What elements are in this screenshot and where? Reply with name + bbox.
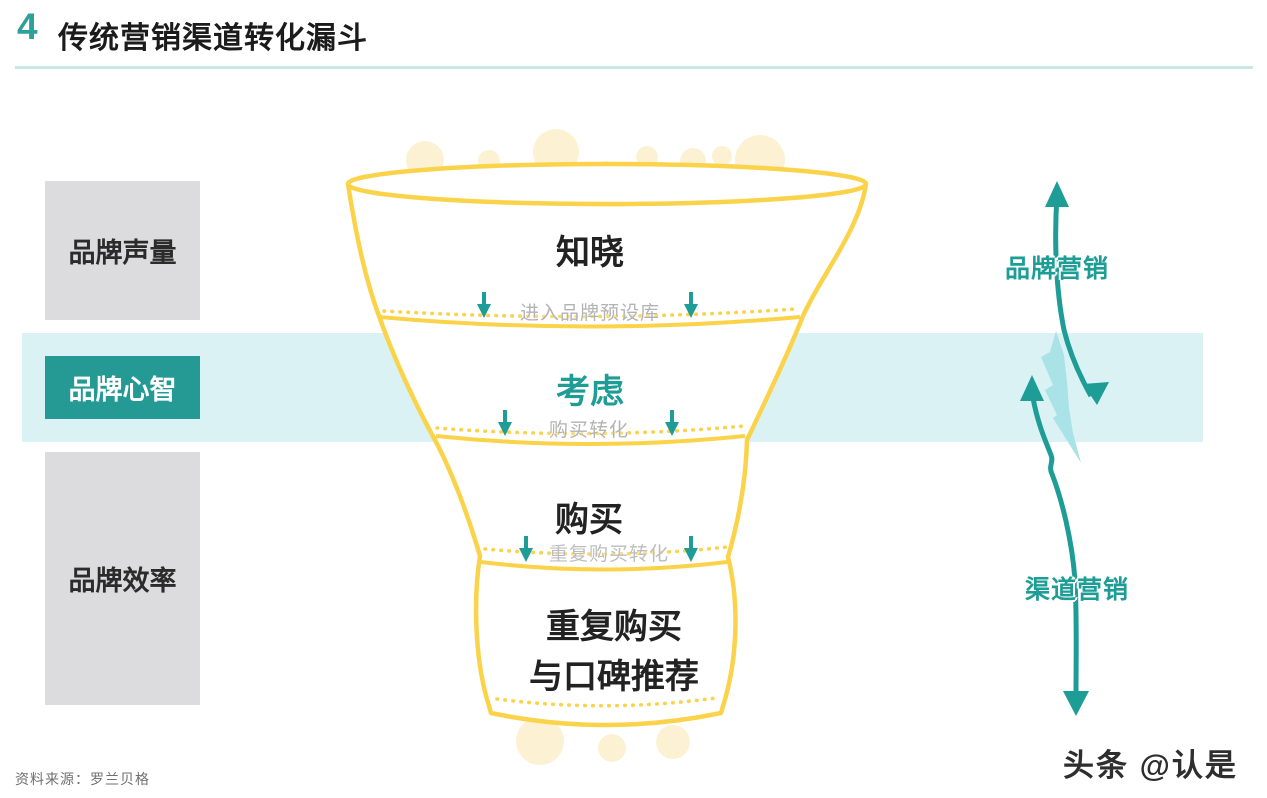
stage-purchase: 购买 bbox=[555, 501, 623, 539]
funnel-body bbox=[345, 181, 869, 728]
flow-arrows bbox=[1030, 195, 1094, 693]
title-divider bbox=[15, 66, 1253, 69]
down-arrow-icon bbox=[477, 292, 698, 562]
up-arrow-icon bbox=[1020, 181, 1069, 401]
transition-purchase-conversion: 购买转化 bbox=[548, 420, 629, 441]
funnel-rim bbox=[345, 161, 869, 207]
transition-repeat-purchase-conversion: 重复购买转化 bbox=[548, 544, 669, 565]
stage-repeat-purchase-line2: 与口碑推荐 bbox=[529, 658, 699, 696]
lightning-bolt-icon bbox=[1041, 331, 1081, 463]
watermark: 头条 @认是 bbox=[1063, 748, 1238, 783]
left-box-brand-voice: 品牌声量 bbox=[45, 181, 200, 320]
brand-mind-label: 品牌心智 bbox=[68, 375, 177, 405]
channel-marketing-label: 渠道营销 bbox=[1025, 576, 1130, 604]
left-box-brand-efficiency: 品牌效率 bbox=[45, 452, 200, 705]
figure-number: 4 bbox=[17, 6, 38, 47]
stage-consideration: 考虑 bbox=[556, 373, 624, 411]
brand-voice-label: 品牌声量 bbox=[68, 238, 177, 268]
brand-marketing-label: 品牌营销 bbox=[1005, 255, 1110, 283]
stage-repeat-purchase-line1: 重复购买 bbox=[546, 608, 682, 646]
stage-repeat-purchase: 重复购买 与口碑推荐 bbox=[484, 602, 744, 702]
transition-preset-pool: 进入品牌预设库 bbox=[519, 303, 660, 324]
brand-efficiency-label: 品牌效率 bbox=[68, 566, 177, 596]
left-box-brand-mind: 品牌心智 bbox=[45, 356, 200, 419]
source-note: 资料来源：罗兰贝格 bbox=[15, 771, 150, 787]
stage-separators bbox=[379, 307, 801, 708]
page-title: 传统营销渠道转化漏斗 bbox=[58, 22, 368, 55]
stage-awareness: 知晓 bbox=[556, 234, 624, 272]
down-arrow-icon bbox=[1063, 382, 1109, 716]
